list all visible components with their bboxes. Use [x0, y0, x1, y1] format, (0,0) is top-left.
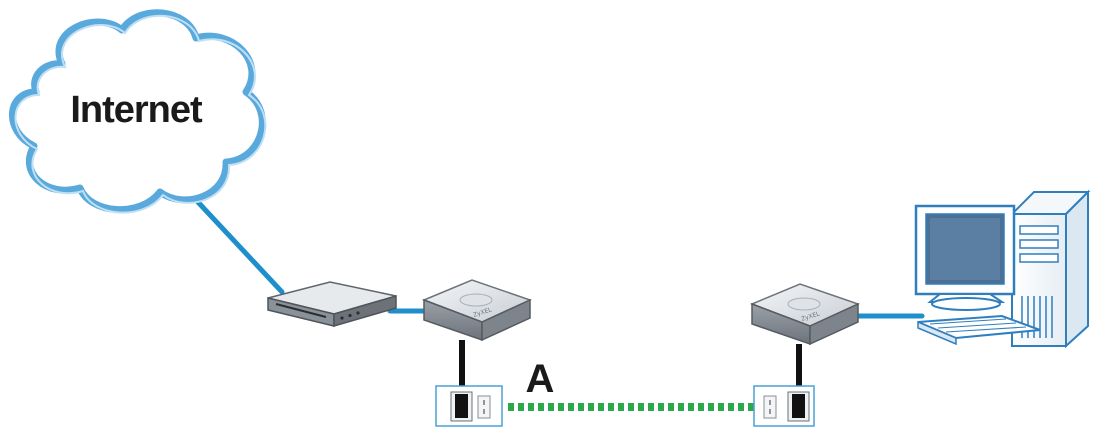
- internet-label: Internet: [70, 89, 203, 131]
- modem-icon: [267, 281, 397, 327]
- cloud-icon: Internet: [9, 9, 267, 214]
- powerline-adapter-right: ZyXEL: [749, 283, 861, 396]
- powerline-adapter-left: ZyXEL: [421, 279, 533, 396]
- desktop-computer-icon: [914, 189, 1091, 349]
- internet-to-modem-cable: [193, 197, 285, 295]
- power-outlet-left: [435, 385, 503, 427]
- link-label: A: [526, 357, 555, 401]
- power-outlet-right: [753, 385, 815, 427]
